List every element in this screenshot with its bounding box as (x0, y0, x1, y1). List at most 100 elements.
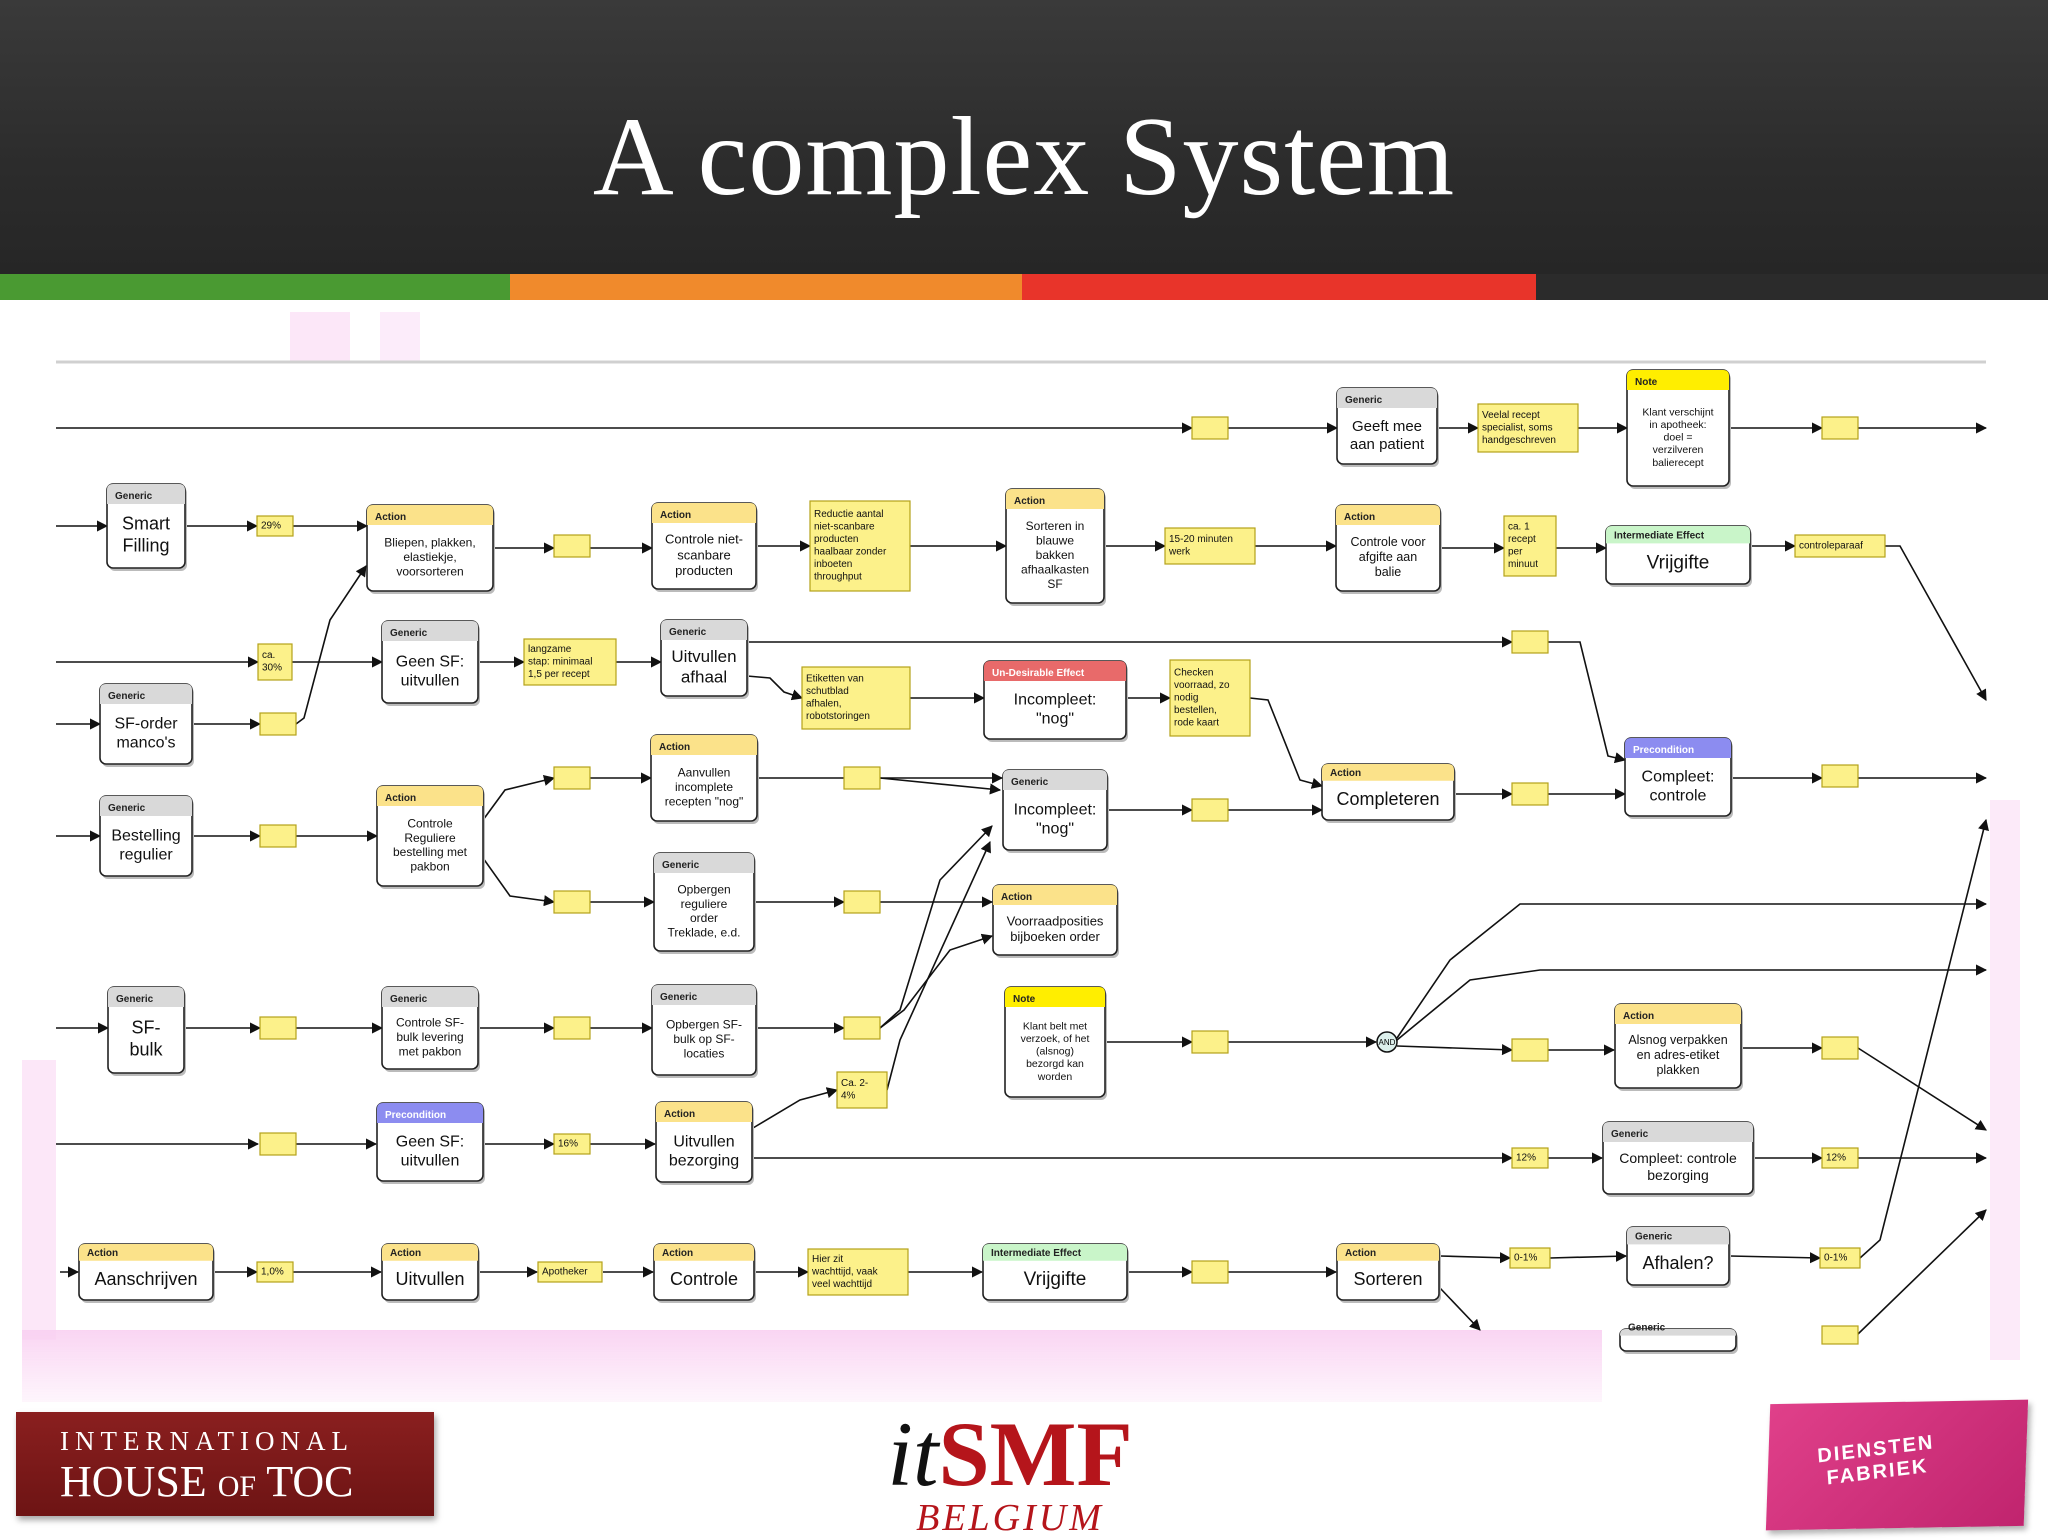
node-type-label: Un-Desirable Effect (992, 668, 1085, 679)
note-box (523, 638, 617, 686)
node-header (1606, 526, 1750, 544)
node-header (656, 1102, 752, 1122)
diagram-note (259, 1132, 297, 1156)
slide-title: A complex System (592, 95, 1456, 219)
diagram-note (843, 766, 881, 790)
and-label: AND (1379, 1038, 1396, 1047)
note-box (1191, 798, 1229, 822)
node-label: Compleet:controle (1642, 768, 1715, 804)
node-type-label: Precondition (385, 1110, 446, 1121)
node-header (1005, 987, 1105, 1007)
node-header (661, 620, 747, 640)
note-box (1821, 1147, 1859, 1169)
node-type-label: Generic (390, 628, 428, 639)
note-label: Apotheker (542, 1266, 588, 1277)
diagram-note: 16% (553, 1133, 591, 1155)
node-label: Vrijgifte (1024, 1269, 1087, 1290)
node-header (377, 1103, 483, 1123)
node-header (1625, 738, 1731, 758)
edge-arrow (1857, 1209, 1987, 1335)
node-type-label: Action (1344, 512, 1375, 523)
node-type-label: Action (659, 742, 690, 753)
diagram-note (1191, 1030, 1229, 1054)
node-type-label: Intermediate Effect (991, 1248, 1082, 1259)
node-header (100, 684, 192, 704)
diagram-note (1511, 782, 1549, 806)
note-box (1511, 1038, 1549, 1062)
diagram-note (1821, 416, 1859, 440)
note-box (553, 1016, 591, 1040)
node-type-label: Generic (1611, 1129, 1649, 1140)
node-type-label: Generic (669, 627, 707, 638)
diagram-note: 12% (1511, 1147, 1549, 1169)
node-type-label: Generic (1635, 1231, 1673, 1242)
edge-arrow (752, 1087, 839, 1129)
note-box (1191, 1030, 1229, 1054)
node-header (377, 786, 483, 806)
diagram-note (843, 890, 881, 914)
note-box (1821, 416, 1859, 440)
house-of-toc-logo: INTERNATIONAL HOUSE OF TOC (16, 1412, 434, 1516)
diagram-note (553, 534, 591, 558)
note-label: ca.30% (262, 650, 282, 674)
note-box (801, 666, 911, 730)
note-box (256, 515, 294, 537)
node-header (652, 985, 756, 1005)
node-type-label: Action (660, 510, 691, 521)
stripe-red (1022, 274, 1536, 300)
toc-of: OF (217, 1470, 257, 1503)
note-box (1821, 764, 1859, 788)
edge-arrow (879, 825, 993, 1029)
node-type-label: Action (664, 1109, 695, 1120)
node-header (1615, 1004, 1741, 1024)
diagram-note: controleparaaf (1794, 534, 1886, 558)
book-title: DIENSTEN FABRIEK (1816, 1431, 1936, 1490)
node-header (1337, 388, 1437, 408)
note-box (807, 1248, 909, 1296)
node-type-label: Action (1623, 1011, 1654, 1022)
node-label: Controle (670, 1269, 738, 1289)
note-box (553, 766, 591, 790)
diagram-note (1821, 1325, 1859, 1345)
note-box (1191, 1260, 1229, 1284)
diagram-note (1821, 764, 1859, 788)
node-label: Sorteren (1353, 1269, 1422, 1289)
note-box (259, 1016, 297, 1040)
edge-arrow (1396, 1044, 1514, 1056)
node-header (382, 987, 478, 1007)
note-box (1511, 1147, 1549, 1169)
note-label: 12% (1516, 1152, 1536, 1163)
toc-house: HOUSE (60, 1457, 207, 1506)
node-header (984, 661, 1126, 681)
diagram-edges (56, 422, 1989, 1335)
node-header (107, 484, 185, 504)
node-header (1006, 489, 1104, 509)
note-label: 29% (261, 520, 281, 531)
diagram-note (1191, 416, 1229, 440)
diagram-note: Ca. 2-4% (836, 1071, 888, 1109)
diagram-note (1511, 630, 1549, 654)
diagram-node: Generic (1619, 1323, 1738, 1354)
itsmf-country: BELGIUM (916, 1497, 1104, 1539)
node-type-label: Generic (660, 992, 698, 1003)
